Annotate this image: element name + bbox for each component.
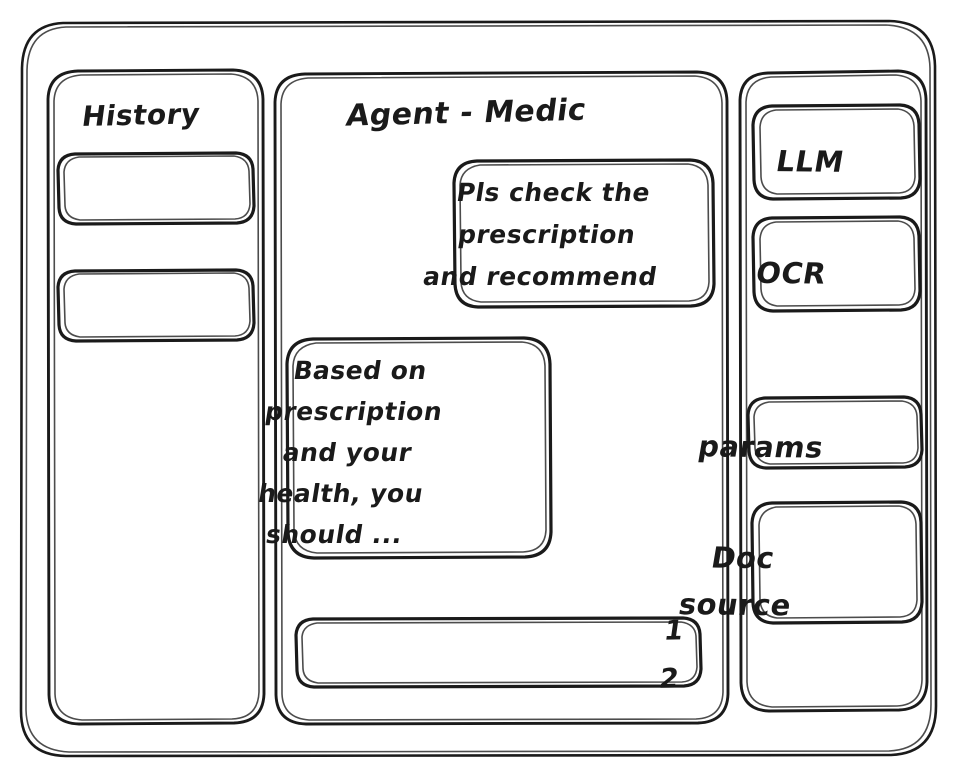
ocr-button[interactable]: OCR (751, 215, 922, 313)
agent-panel (273, 70, 730, 726)
ocr-button-label: OCR (753, 256, 828, 290)
message-line: should ... (264, 520, 405, 549)
message-line: prescription (263, 397, 445, 426)
message-line: and your (281, 438, 414, 467)
params-button-label: params (696, 430, 826, 465)
params-button[interactable]: params (696, 395, 924, 470)
message-line: prescription (456, 220, 638, 249)
doc-source-line: Doc (709, 541, 777, 575)
message-line: and recommend (421, 262, 659, 291)
doc-source-box[interactable]: Doc source (676, 500, 924, 625)
message-line: Pls check the (455, 178, 653, 207)
doc-source-list-item[interactable]: 2 (657, 664, 681, 695)
message-line: Based on (291, 356, 429, 385)
llm-button[interactable]: LLM (751, 103, 922, 201)
message-bubble-user: Pls check the prescription and recommend (421, 158, 716, 309)
history-item[interactable] (56, 151, 256, 226)
doc-source-list-item[interactable]: 1 (662, 615, 686, 646)
doc-source-line: source (676, 587, 794, 622)
doc-source-list: 1 2 (657, 615, 686, 694)
app-window-frame (19, 19, 938, 758)
agent-title: Agent - Medic (344, 93, 589, 134)
message-input[interactable] (294, 616, 703, 689)
llm-button-label: LLM (774, 144, 847, 178)
message-line: health, you (256, 479, 425, 508)
history-item[interactable] (56, 268, 256, 343)
history-panel (46, 68, 266, 726)
message-bubble-agent: Based on prescription and your health, y… (256, 336, 553, 560)
history-heading: History (80, 97, 202, 133)
tools-panel (738, 69, 929, 713)
